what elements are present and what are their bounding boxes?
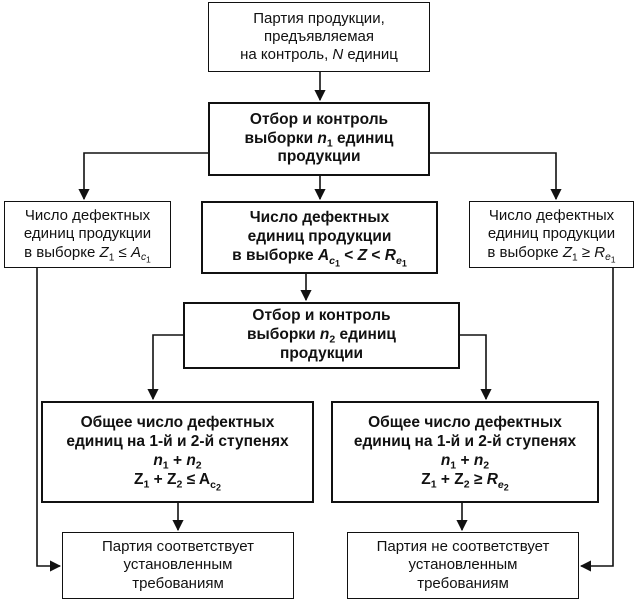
defect-reject-condition: в выборке Z1 ≥ Re1: [487, 243, 616, 265]
lot-accepted-line1: Партия соответствует: [102, 538, 254, 556]
lot-accepted-line3: требованиям: [132, 574, 224, 592]
sample1-line1: Отбор и контроль: [249, 110, 389, 128]
lot-rejected-line2: установленным: [408, 556, 518, 574]
lot-rejected-box: Партия не соответствует установленным тр…: [347, 532, 579, 599]
arrow-accept-to-lot-accepted: [36, 268, 62, 572]
sample1-line2: выборки n1 единиц: [244, 129, 394, 150]
sample2-line2: выборки n2 единиц: [247, 326, 396, 346]
arrow-sample2-to-total-accept: [147, 334, 183, 401]
arrow-reject-to-lot-rejected: [579, 268, 614, 572]
defect-reject-box: Число дефектных единиц продукции в выбор…: [469, 201, 634, 268]
total-accept-condition: Z1 + Z2 ≤ Ac2: [134, 470, 221, 493]
arrow-sample1-to-accept: [78, 152, 208, 201]
defect-middle-line2: единиц продукции: [247, 228, 392, 246]
lot-rejected-line1: Партия не соответствует: [376, 538, 550, 556]
total-reject-box: Общее число дефектных единиц на 1-й и 2-…: [331, 401, 599, 503]
defect-reject-line1: Число дефектных: [488, 207, 615, 225]
total-accept-line1: Общее число дефектных: [80, 414, 275, 432]
lot-size-variable: N: [332, 46, 344, 64]
total-reject-condition: Z1 + Z2 ≥ Re2: [421, 470, 509, 493]
arrow-sample2-to-total-reject: [460, 334, 492, 401]
sample1-box: Отбор и контроль выборки n1 единиц проду…: [208, 102, 430, 176]
lot-rejected-line3: требованиям: [417, 574, 509, 592]
lot-accepted-line2: установленным: [123, 556, 233, 574]
total-accept-sample-sum: n1 + n2: [153, 452, 202, 472]
arrow-sample1-to-reject: [430, 152, 562, 201]
total-reject-sample-sum: n1 + n2: [440, 452, 490, 472]
lot-line1: Партия продукции,: [253, 9, 385, 27]
defect-accept-line1: Число дефектных: [24, 207, 151, 225]
defect-reject-line2: единиц продукции: [487, 225, 616, 243]
lot-accepted-box: Партия соответствует установленным требо…: [62, 532, 294, 599]
defect-middle-condition: в выборке Ac1 < Z < Re1: [232, 246, 407, 269]
lot-line2: предъявляемая: [263, 27, 375, 45]
sample2-line3: продукции: [279, 344, 364, 362]
total-accept-box: Общее число дефектных единиц на 1-й и 2-…: [41, 401, 314, 503]
lot-line3: на контроль, N единиц: [240, 46, 398, 64]
total-reject-line1: Общее число дефектных: [368, 414, 562, 432]
defect-accept-line2: единиц продукции: [23, 225, 152, 243]
defect-middle-box: Число дефектных единиц продукции в выбор…: [201, 201, 438, 274]
defect-accept-box: Число дефектных единиц продукции в выбор…: [4, 201, 171, 268]
sample2-box: Отбор и контроль выборки n2 единиц проду…: [183, 302, 460, 369]
lot-box: Партия продукции, предъявляемая на контр…: [208, 2, 430, 72]
total-accept-line2: единиц на 1-й и 2-й ступенях: [66, 433, 289, 451]
sample2-line1: Отбор и контроль: [252, 307, 391, 325]
total-reject-line2: единиц на 1-й и 2-й ступенях: [353, 433, 577, 451]
defect-middle-line1: Число дефектных: [249, 209, 390, 227]
defect-accept-condition: в выборке Z1 ≤ Ac1: [24, 243, 151, 265]
sample1-line3: продукции: [277, 148, 361, 166]
